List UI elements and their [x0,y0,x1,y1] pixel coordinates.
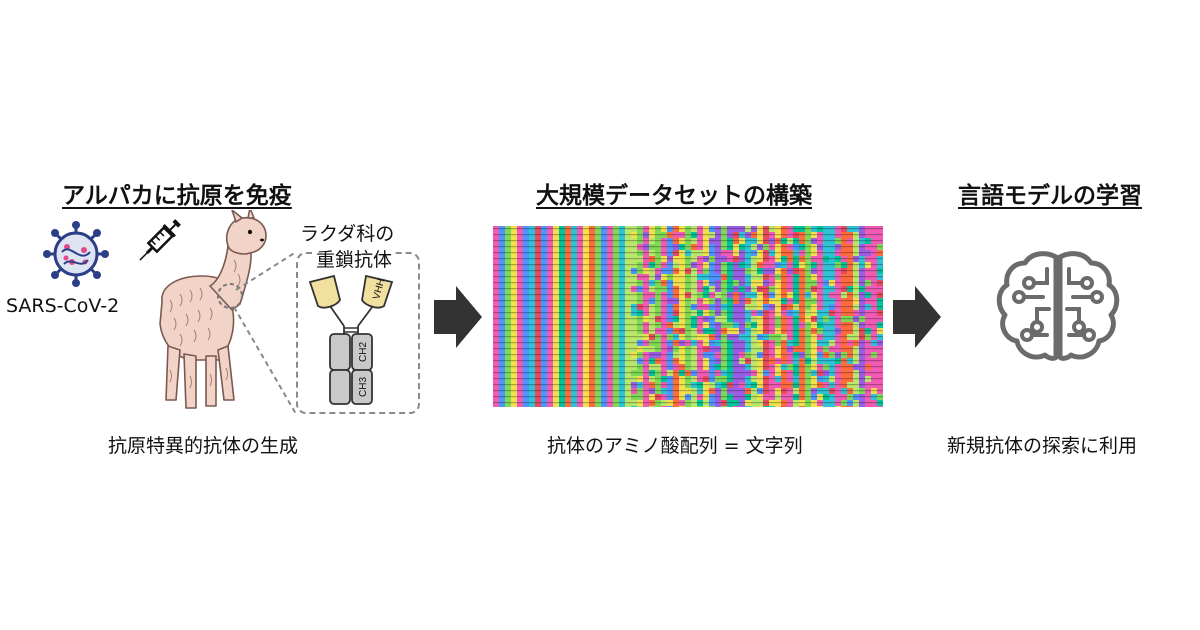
arrow-right-icon [434,286,482,348]
caption-immunize: 抗原特異的抗体の生成 [108,435,299,457]
antibody-title-line1: ラクダ科の [300,223,395,245]
syringe-icon [139,219,181,261]
section-title-language-model: 言語モデルの学習 [958,183,1142,209]
virus-icon [43,221,109,287]
virus-label: SARS-CoV-2 [6,295,120,317]
ch2-label: CH2 [358,342,369,362]
arrow-right-icon [893,286,941,348]
caption-dataset: 抗体のアミノ酸配列 = 文字列 [547,435,803,457]
caption-language-model: 新規抗体の探索に利用 [947,435,1138,457]
section-title-immunize: アルパカに抗原を免疫 [62,183,292,209]
alpaca-illustration [159,210,267,409]
section-title-dataset: 大規模データセットの構築 [536,183,812,209]
brain-circuit-icon [996,251,1120,361]
sequence-alignment-panel [493,226,883,407]
heavy-chain-antibody-diagram: VHH CH2 CH3 [308,274,394,405]
antibody-title-line2: 重鎖抗体 [314,245,395,272]
ch3-label: CH3 [358,377,369,397]
vhh-label: VHH [371,278,387,301]
